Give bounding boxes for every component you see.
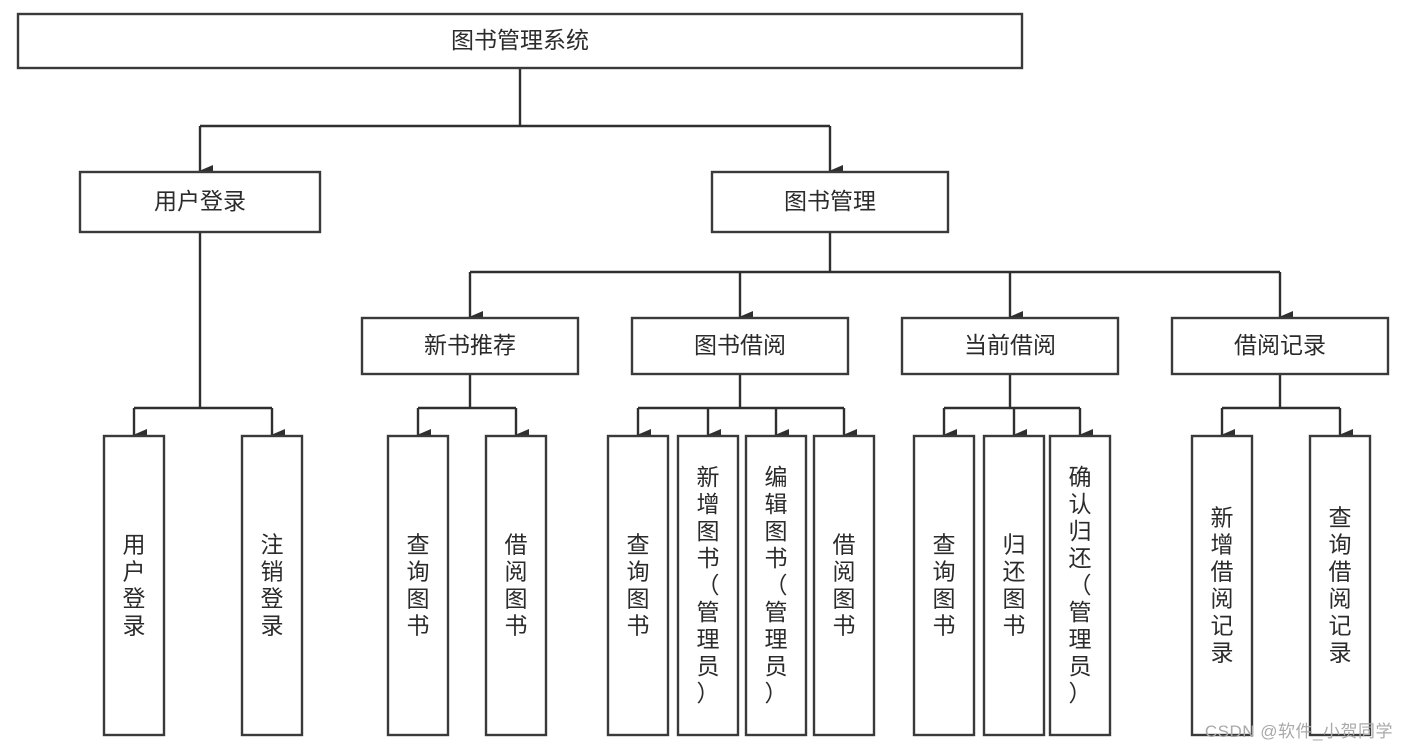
box-outline [710, 170, 950, 234]
box-outline [16, 12, 1024, 70]
node-label: 查询图书 [933, 532, 956, 639]
box-outline [744, 434, 808, 737]
node-label: 借阅图书 [833, 532, 856, 639]
leaf-node-e696b0e5a29ee59bbee4b9a6[interactable]: 新增图书（管理员） [676, 434, 740, 737]
node-label: 新书推荐 [424, 332, 516, 358]
node-label: 借阅记录 [1234, 332, 1326, 358]
node-label: 新增图书（管理员） [697, 464, 720, 706]
box-outline [102, 434, 166, 737]
node-label: 查询借阅记录 [1329, 505, 1352, 666]
nodes-layer: 图书管理系统用户登录图书管理新书推荐图书借阅当前借阅借阅记录用户登录注销登录查询… [16, 12, 1390, 737]
box-outline [386, 434, 450, 737]
node-label: 确认归还（管理员） [1069, 464, 1092, 706]
root-node-e59bbee4b9a6e7aea1e79086[interactable]: 图书管理系统 [16, 12, 1024, 70]
leaf-node-e69fa5e8afa2e59bbee4b9a6[interactable]: 查询图书 [912, 434, 976, 737]
submodule-node-e59bbee4b9a6e5809fe99885[interactable]: 图书借阅 [630, 316, 850, 376]
box-outline [1190, 434, 1254, 737]
box-outline [900, 316, 1120, 376]
leaf-node-e5809fe99885e59bbee4b9a6[interactable]: 借阅图书 [812, 434, 876, 737]
leaf-node-e5809fe99885e59bbee4b9a6[interactable]: 借阅图书 [484, 434, 548, 737]
node-label: 查询图书 [407, 532, 430, 639]
module-node-e794a8e688b7e799bbe5bd95[interactable]: 用户登录 [78, 170, 322, 234]
box-outline [676, 434, 740, 737]
box-outline [360, 316, 580, 376]
node-label: 注销登录 [261, 532, 284, 639]
box-outline [606, 434, 670, 737]
node-label: 图书借阅 [694, 332, 786, 358]
edges-layer [132, 68, 1353, 441]
box-outline [630, 316, 850, 376]
node-label: 用户登录 [154, 188, 246, 214]
leaf-node-e69fa5e8afa2e59bbee4b9a6[interactable]: 查询图书 [386, 434, 450, 737]
node-label: 查询图书 [627, 532, 650, 639]
leaf-node-e6b3a8e99480e799bbe5bd95[interactable]: 注销登录 [240, 434, 304, 737]
module-node-e59bbee4b9a6e7aea1e79086[interactable]: 图书管理 [710, 170, 950, 234]
submodule-node-e5bd93e5898de5809fe99885[interactable]: 当前借阅 [900, 316, 1120, 376]
box-outline [1308, 434, 1372, 737]
submodule-node-e5809fe99885e8aeb0e5bd95[interactable]: 借阅记录 [1170, 316, 1390, 376]
submodule-node-e696b0e4b9a6e68ea8e88d90[interactable]: 新书推荐 [360, 316, 580, 376]
leaf-node-e794a8e688b7e799bbe5bd95[interactable]: 用户登录 [102, 434, 166, 737]
node-label: 图书管理 [784, 188, 876, 214]
leaf-node-e696b0e5a29ee5809fe99885[interactable]: 新增借阅记录 [1190, 434, 1254, 737]
leaf-node-e69fa5e8afa2e59bbee4b9a6[interactable]: 查询图书 [606, 434, 670, 737]
leaf-node-e5bd92e8bf98e59bbee4b9a6[interactable]: 归还图书 [982, 434, 1046, 737]
node-label: 借阅图书 [505, 532, 528, 639]
box-outline [484, 434, 548, 737]
box-outline [1048, 434, 1112, 737]
leaf-node-e69fa5e8afa2e5809fe99885[interactable]: 查询借阅记录 [1308, 434, 1372, 737]
node-label: 用户登录 [123, 532, 146, 639]
leaf-node-e7a1aee8aea4e5bd92e8bf98[interactable]: 确认归还（管理员） [1048, 434, 1112, 737]
node-label: 归还图书 [1003, 532, 1026, 639]
box-outline [240, 434, 304, 737]
leaf-node-e7bc96e8be91e59bbee4b9a6[interactable]: 编辑图书（管理员） [744, 434, 808, 737]
node-label: 编辑图书（管理员） [765, 464, 788, 706]
box-outline [78, 170, 322, 234]
box-outline [812, 434, 876, 737]
box-outline [1170, 316, 1390, 376]
node-label: 图书管理系统 [451, 27, 589, 53]
box-outline [912, 434, 976, 737]
node-label: 当前借阅 [964, 332, 1056, 358]
node-label: 新增借阅记录 [1211, 505, 1234, 666]
box-outline [982, 434, 1046, 737]
